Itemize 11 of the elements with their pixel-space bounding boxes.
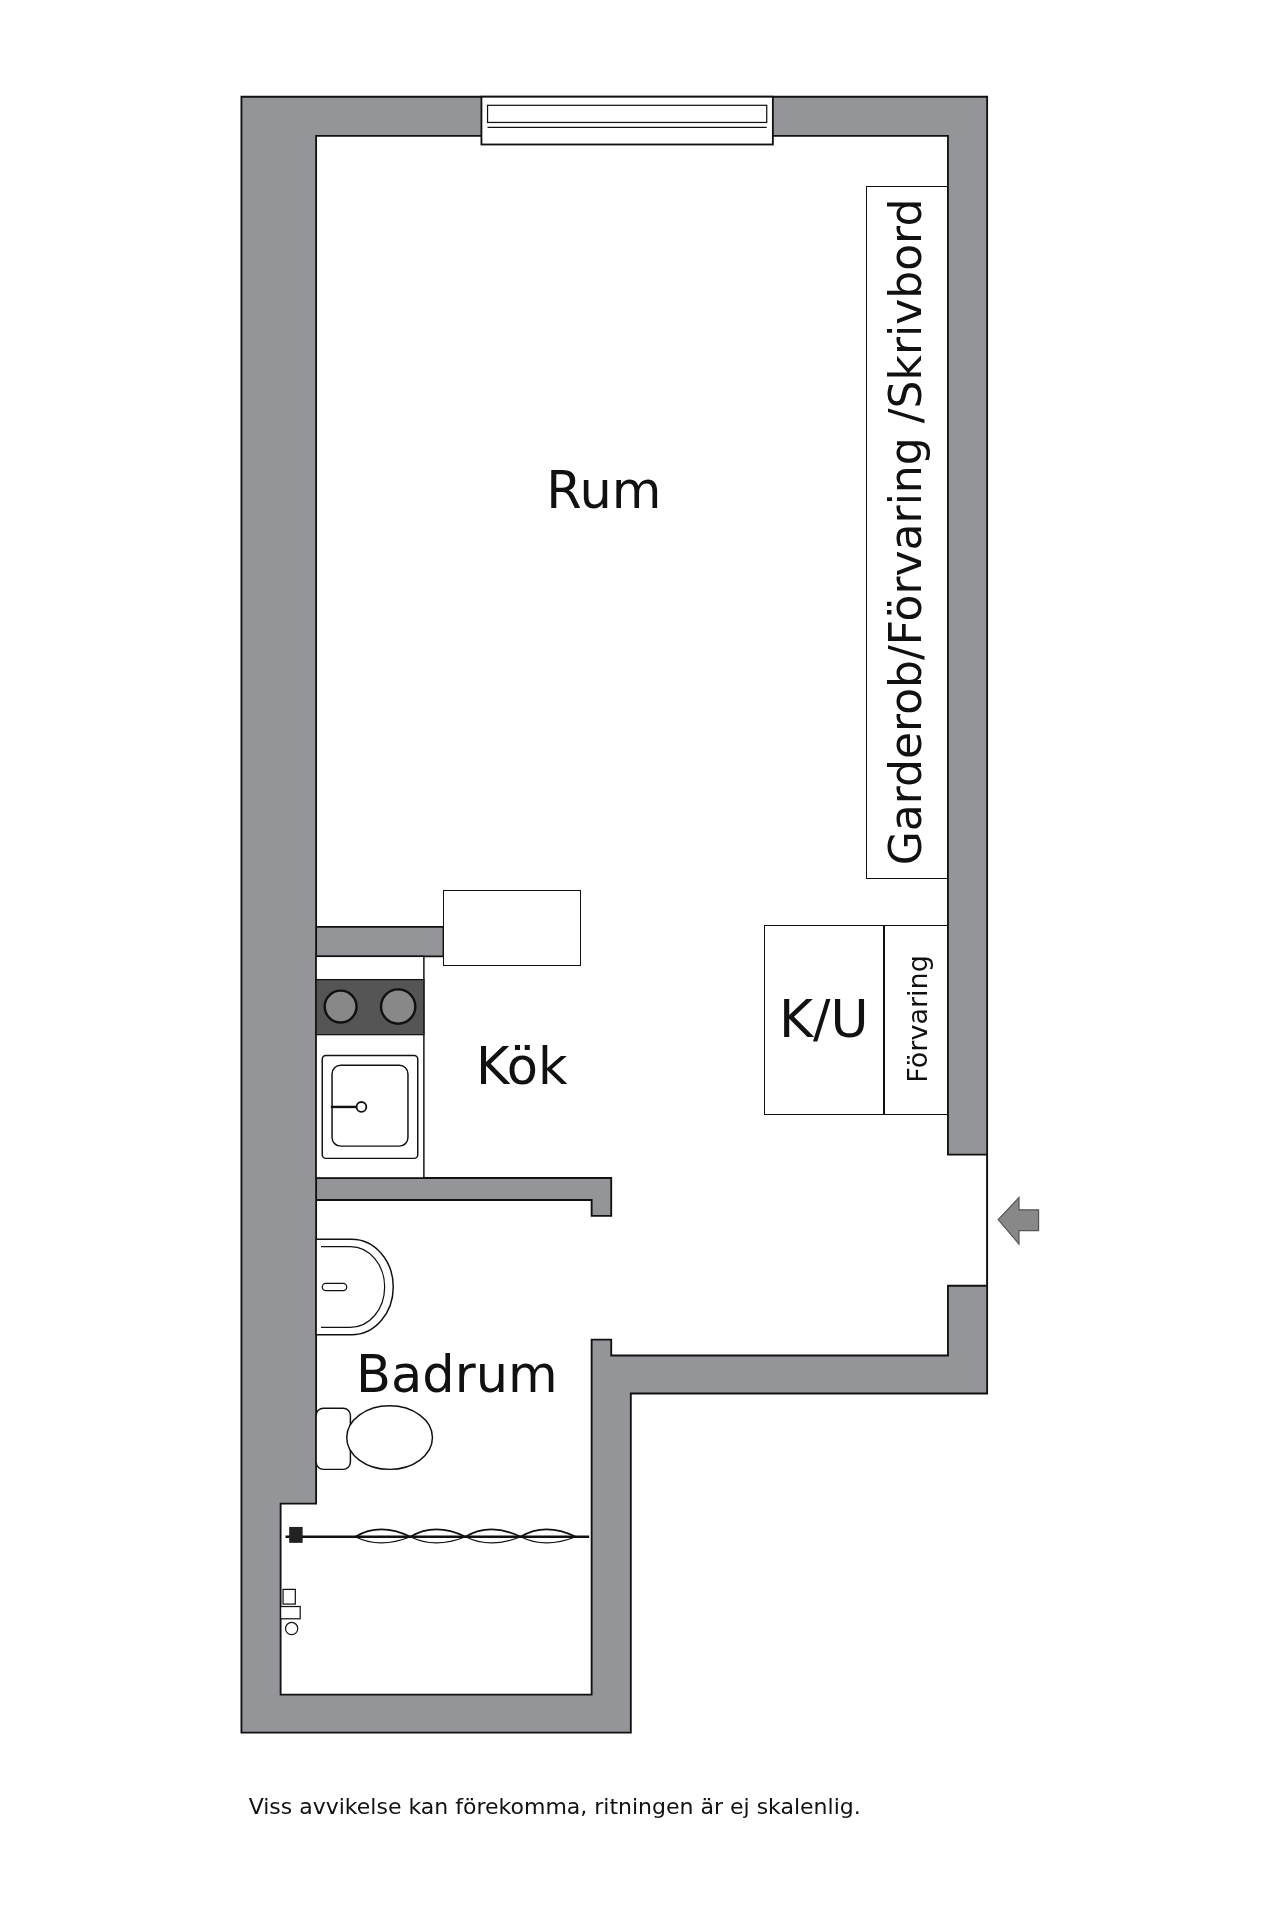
room-name: Rum [546, 464, 662, 516]
furniture-label: Garderob/Förvaring /Skrivbord [883, 198, 928, 866]
room-name: Badrum [356, 1348, 558, 1400]
furniture-box [884, 924, 949, 1115]
room-name: Kök [475, 1040, 568, 1092]
disclaimer-note: Viss avvikelse kan förekomma, ritningen är ej skalenlig. [248, 1794, 861, 1820]
furniture-label: Förvaring [903, 954, 931, 1083]
furniture-label: K/U [779, 992, 869, 1045]
counter-box [443, 890, 581, 967]
furniture-box [764, 924, 885, 1115]
furniture-box [866, 186, 949, 880]
